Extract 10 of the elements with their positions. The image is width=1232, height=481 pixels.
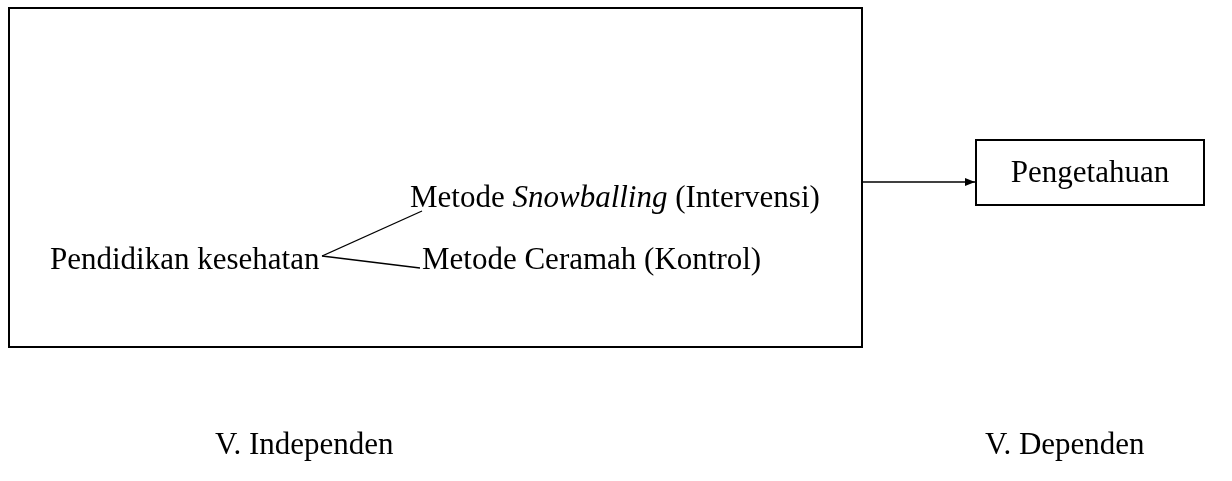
connector-line — [321, 210, 423, 257]
variable-label: V. Independen — [215, 425, 394, 463]
variable-label: V. Dependen — [985, 425, 1145, 463]
variable-box: Pengetahuan — [975, 139, 1205, 206]
group-box — [8, 7, 863, 348]
connector-line — [321, 255, 421, 269]
arrow — [862, 178, 976, 186]
node-text: Metode Ceramah (Kontrol) — [422, 239, 802, 279]
node-text: Pendidikan kesehatan — [50, 239, 324, 279]
node-text: Metode Snowballing (Intervensi) — [410, 177, 850, 217]
